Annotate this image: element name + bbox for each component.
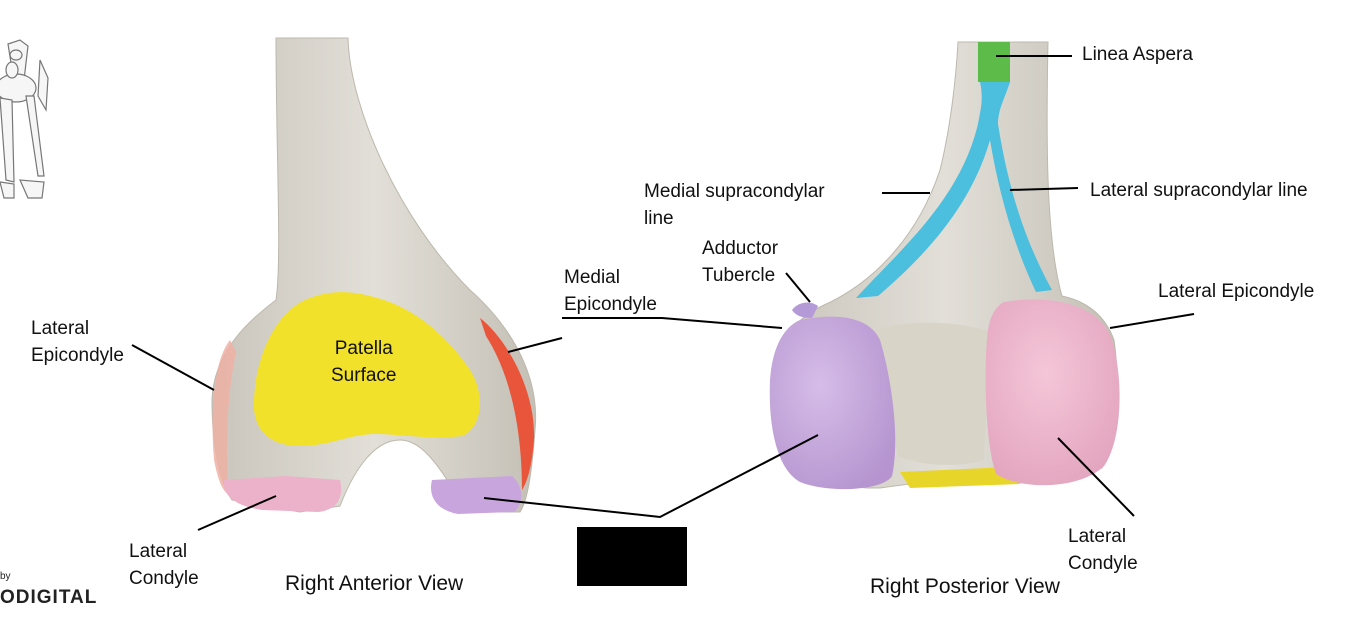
label-lateral-condyle-right: Lateral Condyle	[1068, 523, 1138, 577]
posterior-lateral-condyle	[986, 299, 1120, 485]
branding-logo: ODIGITAL	[0, 587, 97, 609]
skeleton-thumbnail-icon	[0, 40, 48, 198]
label-lateral-epicondyle-left: Lateral Epicondyle	[31, 315, 124, 369]
branding-by: by	[0, 571, 11, 582]
leader-lateral-epicondyle-right	[1110, 314, 1194, 328]
anterior-medial-condyle	[431, 476, 521, 514]
linea-aspera-region	[978, 42, 1010, 82]
redaction-box	[577, 527, 687, 586]
anterior-femur-bone	[212, 38, 536, 512]
anterior-lateral-condyle	[224, 476, 341, 512]
posterior-medial-condyle	[770, 317, 895, 489]
label-medial-epicondyle: Medial Epicondyle	[564, 264, 657, 318]
leader-medial-epicondyle-anterior	[508, 338, 562, 352]
anterior-view-caption: Right Anterior View	[285, 572, 463, 596]
leader-adductor-tubercle	[786, 273, 810, 302]
leader-medial-condyle	[484, 435, 818, 517]
label-patella-surface: Patella Surface	[331, 335, 396, 389]
label-adductor-tubercle: Adductor Tubercle	[702, 235, 778, 289]
leader-lateral-epicondyle-left	[132, 345, 214, 390]
label-lateral-supracondylar-line: Lateral supracondylar line	[1090, 177, 1308, 204]
anterior-femur	[212, 38, 536, 514]
label-medial-supracondylar-line: Medial supracondylar line	[644, 178, 825, 232]
posterior-view-caption: Right Posterior View	[870, 575, 1060, 599]
label-lateral-condyle-left: Lateral Condyle	[129, 538, 199, 592]
label-linea-aspera: Linea Aspera	[1082, 41, 1193, 68]
label-lateral-epicondyle-right: Lateral Epicondyle	[1158, 278, 1314, 305]
posterior-femur	[770, 42, 1120, 489]
leader-medial-epicondyle-posterior	[562, 318, 782, 328]
